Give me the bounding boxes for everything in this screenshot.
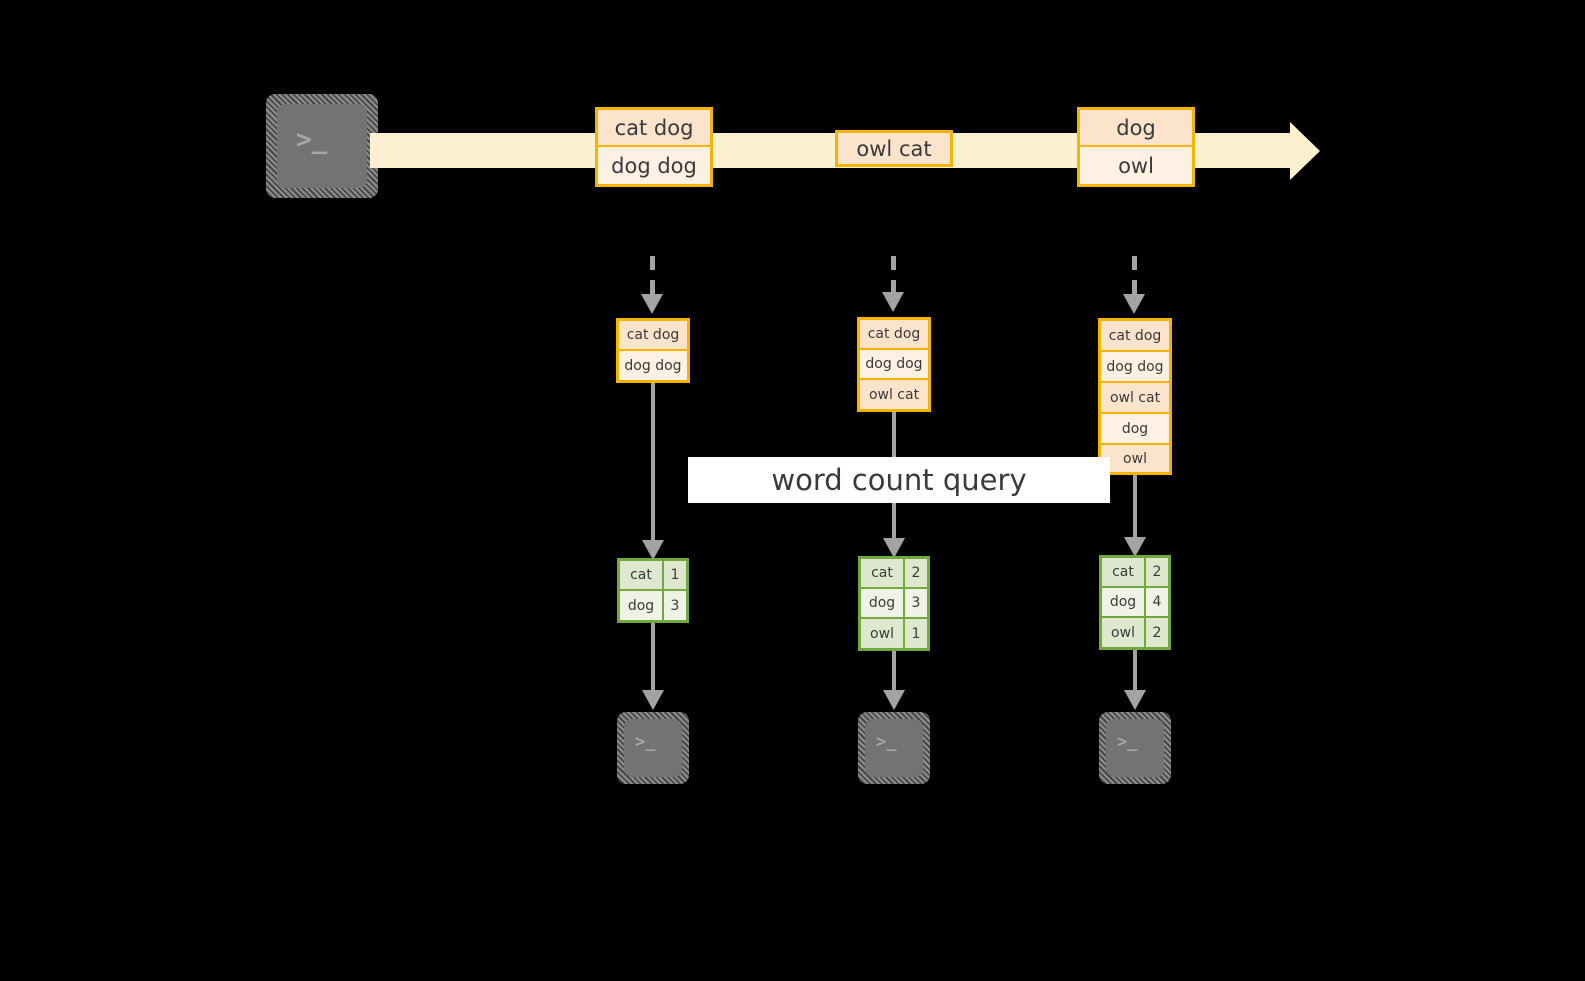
terminal-body [624,719,682,777]
trigger-3-result-val-3: 2 [1146,618,1168,647]
table-row: dog 3 [861,589,927,619]
trigger-2-result-table[interactable]: cat 2 dog 3 owl 1 [858,556,930,651]
trigger-3-query-arrowhead [1124,537,1146,557]
stream-batch-2-line-1: owl cat [838,133,950,164]
trigger-3-result-key-2: dog [1102,588,1146,616]
trigger-1-query-arrowhead [642,540,664,560]
trigger-3-result-key-3: owl [1102,618,1146,647]
word-count-query-label: word count query [688,457,1110,503]
trigger-3-input-row-5: owl [1101,445,1169,472]
trigger-1-sink-line [651,623,655,696]
trigger-3-input-row-2: dog dog [1101,352,1169,383]
trigger-2-query-arrowhead [883,538,905,558]
table-row: dog 4 [1102,588,1168,618]
trigger-3-input-row-3: owl cat [1101,383,1169,414]
trigger-3-result-val-1: 2 [1146,558,1168,586]
trigger-3-query-line [1133,475,1137,545]
trigger-2-input-row-2: dog dog [860,350,928,380]
trigger-1-result-val-1: 1 [664,561,686,589]
table-row: cat 2 [1102,558,1168,588]
trigger-2-sink-arrowhead [883,690,905,710]
trigger-3-sink-arrowhead [1124,690,1146,710]
terminal-body [865,719,923,777]
stream-batch-1[interactable]: cat dog dog dog [595,107,713,187]
trigger-3-sink-terminal-icon: >_ [1099,712,1171,784]
trigger-2-result-key-2: dog [861,589,905,617]
trigger-1-result-key-1: cat [620,561,664,589]
trigger-2-input-table[interactable]: cat dog dog dog owl cat [857,317,931,412]
table-row: cat 2 [861,559,927,589]
table-row: owl 1 [861,619,927,648]
trigger-3-input-row-4: dog [1101,414,1169,445]
terminal-prompt-glyph: >_ [876,732,897,752]
trigger-2-result-val-3: 1 [905,619,927,648]
trigger-3-input-table[interactable]: cat dog dog dog owl cat dog owl [1098,318,1172,475]
stream-batch-2[interactable]: owl cat [835,130,953,167]
trigger-3-result-key-1: cat [1102,558,1146,586]
trigger-1-input-row-2: dog dog [619,351,687,380]
trigger-3-result-table[interactable]: cat 2 dog 4 owl 2 [1099,555,1171,650]
stream-batch-3-line-1: dog [1080,110,1192,147]
table-row: owl 2 [1102,618,1168,647]
trigger-1-input-row-1: cat dog [619,321,687,351]
terminal-body [277,104,367,188]
trigger-2-result-key-3: owl [861,619,905,648]
trigger-1-input-table[interactable]: cat dog dog dog [616,318,690,383]
trigger-1-dashed-arrowhead [641,294,663,314]
trigger-2-dashed-line [891,256,896,294]
trigger-3-sink-line [1133,650,1137,696]
terminal-prompt-glyph: >_ [296,125,328,155]
source-terminal-icon: >_ [266,94,378,198]
trigger-1-result-val-2: 3 [664,591,686,620]
table-row: cat 1 [620,561,686,591]
table-row: dog 3 [620,591,686,620]
trigger-2-input-row-3: owl cat [860,380,928,409]
terminal-body [1106,719,1164,777]
stream-batch-1-line-2: dog dog [598,147,710,184]
trigger-2-dashed-arrowhead [882,292,904,312]
stream-batch-3[interactable]: dog owl [1077,107,1195,187]
trigger-3-input-row-1: cat dog [1101,321,1169,352]
trigger-3-dashed-arrowhead [1123,294,1145,314]
input-stream-arrowhead [1290,122,1320,180]
terminal-prompt-glyph: >_ [1117,732,1138,752]
stream-batch-1-line-1: cat dog [598,110,710,147]
trigger-2-result-val-2: 3 [905,589,927,617]
trigger-1-query-line [651,383,655,547]
trigger-1-dashed-line [650,256,655,294]
terminal-prompt-glyph: >_ [635,732,656,752]
trigger-2-result-key-1: cat [861,559,905,587]
trigger-3-result-val-2: 4 [1146,588,1168,616]
trigger-1-sink-arrowhead [642,690,664,710]
trigger-2-result-val-1: 2 [905,559,927,587]
trigger-1-result-table[interactable]: cat 1 dog 3 [617,558,689,623]
trigger-3-dashed-line [1132,256,1137,294]
trigger-1-sink-terminal-icon: >_ [617,712,689,784]
stream-batch-3-line-2: owl [1080,147,1192,184]
trigger-2-sink-terminal-icon: >_ [858,712,930,784]
trigger-2-sink-line [892,651,896,696]
trigger-1-result-key-2: dog [620,591,664,620]
trigger-2-input-row-1: cat dog [860,320,928,350]
